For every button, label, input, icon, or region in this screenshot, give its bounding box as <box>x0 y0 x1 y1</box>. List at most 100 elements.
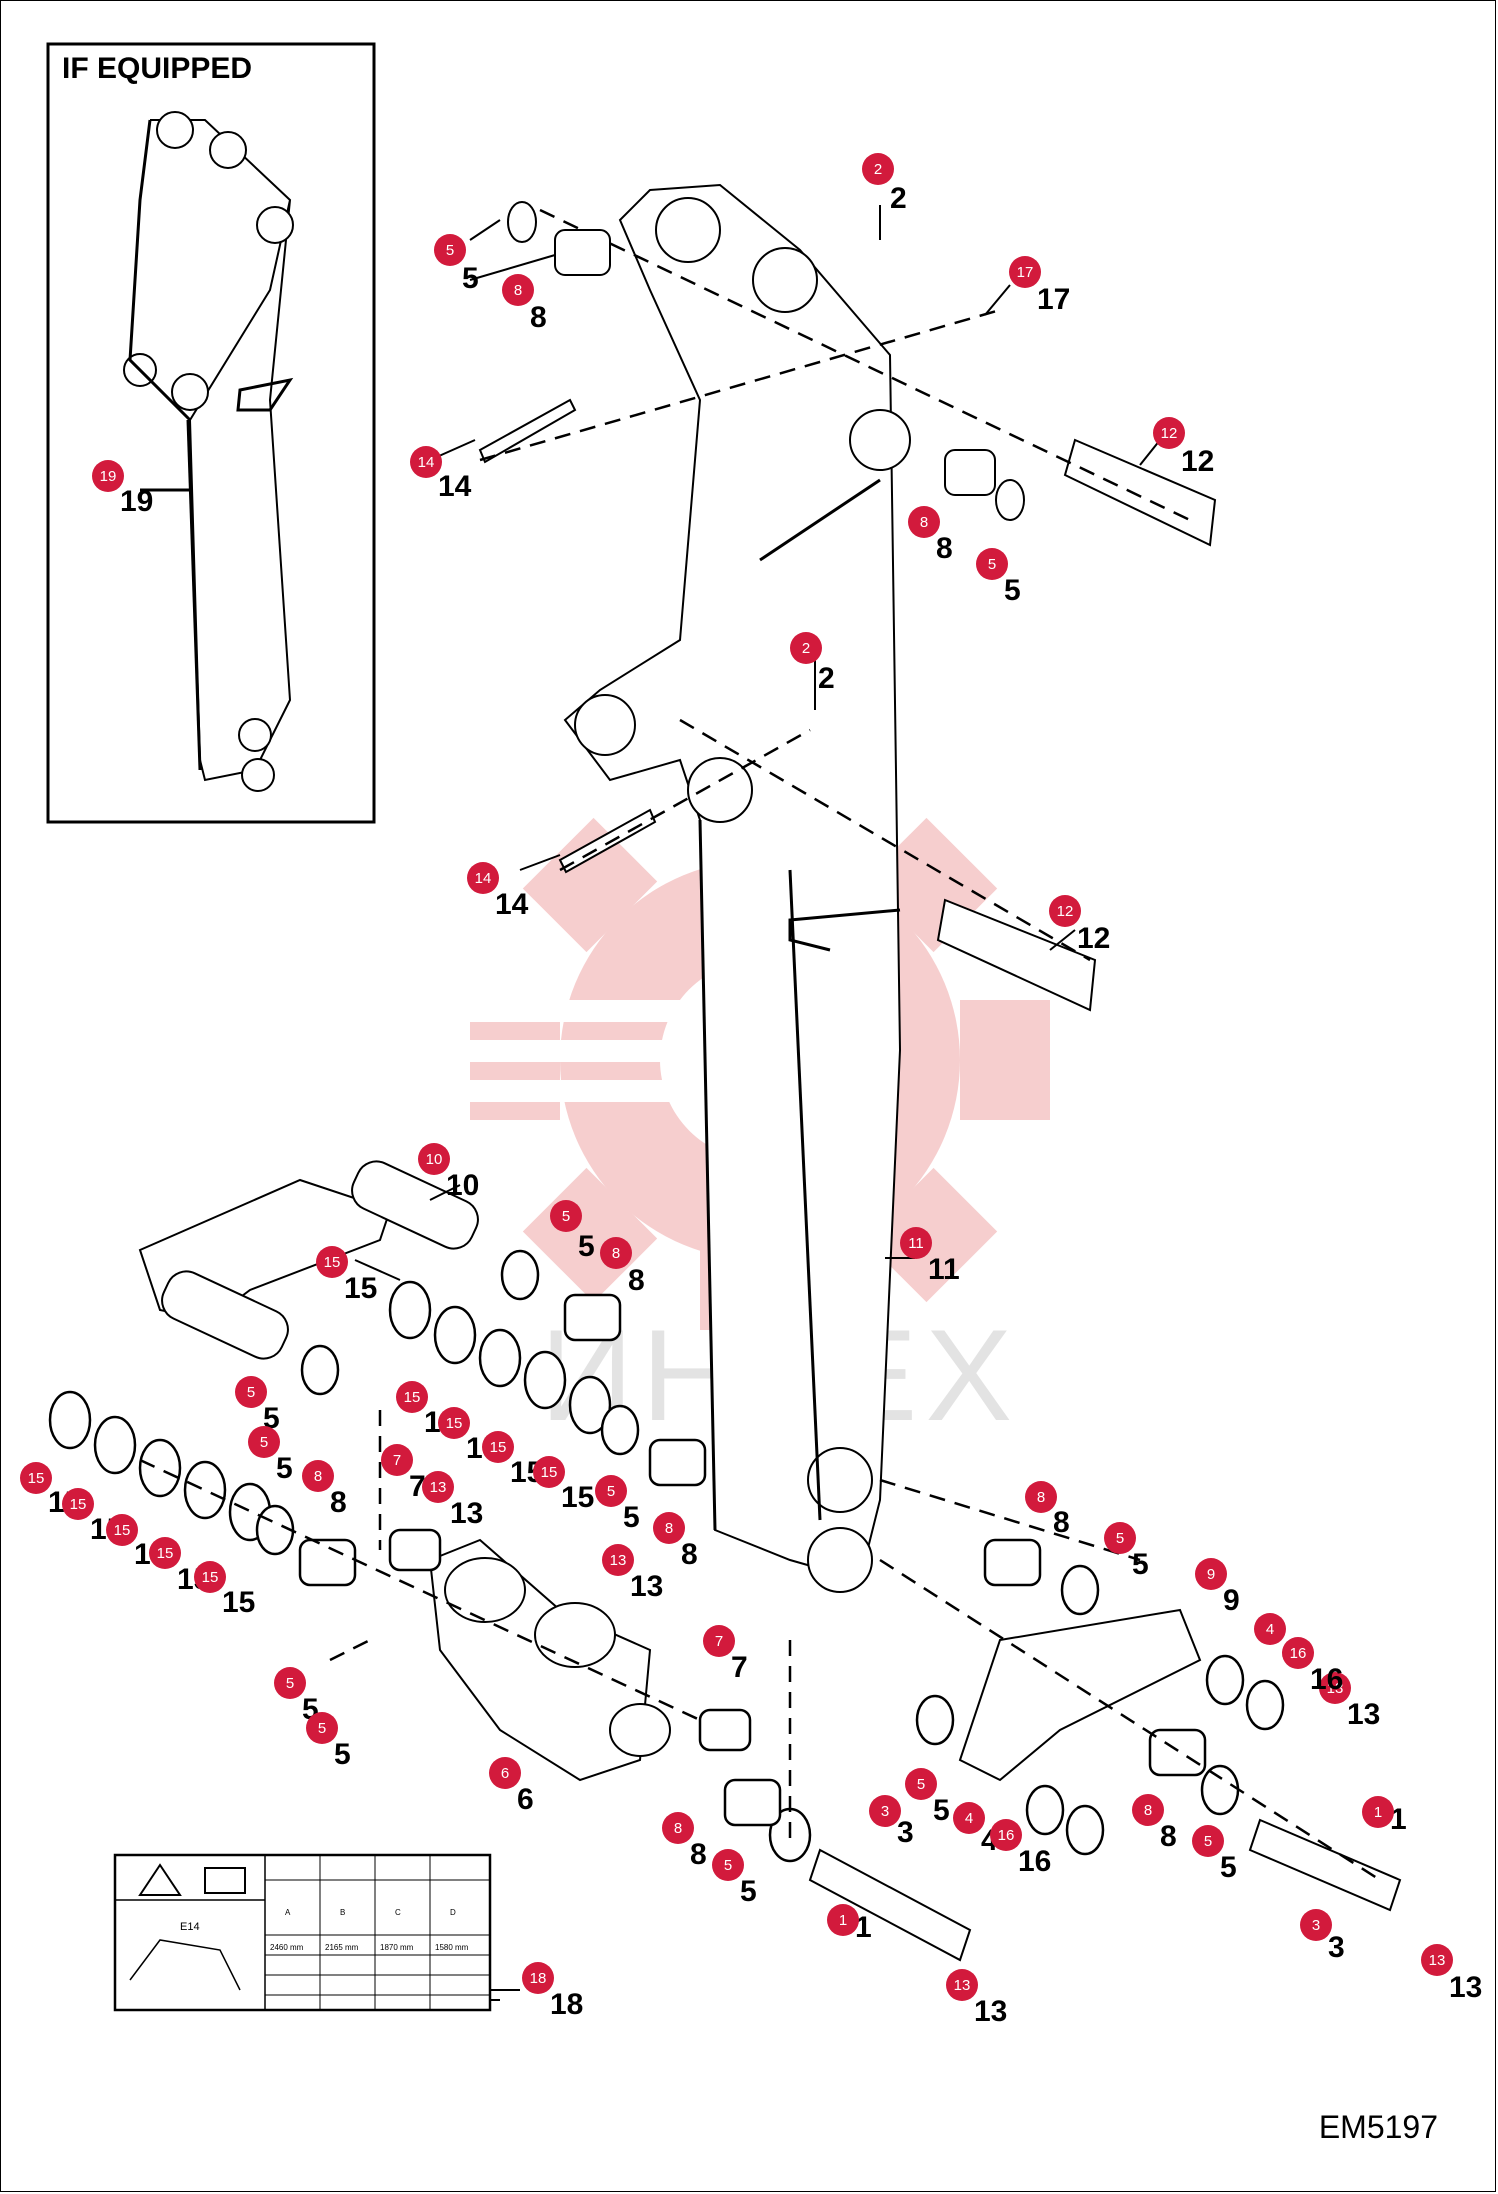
callout-badge-text-10: 10 <box>426 1151 443 1168</box>
callout-6: 66 <box>489 1757 534 1816</box>
callout-label-11: 11 <box>928 1253 960 1286</box>
callout-badge-5 <box>274 1667 306 1699</box>
callout-1: 11 <box>1362 1796 1407 1836</box>
pin-1-left <box>808 1848 972 1962</box>
callout-9: 99 <box>1195 1558 1240 1617</box>
callout-5: 55 <box>248 1426 293 1485</box>
callout-badge-text-8: 8 <box>674 1820 682 1837</box>
pin-1-right <box>1248 1818 1402 1912</box>
callout-label-3: 3 <box>1328 1931 1345 1964</box>
callout-label-5: 5 <box>740 1875 757 1908</box>
callout-5: 55 <box>306 1712 351 1771</box>
callout-5: 55 <box>550 1200 595 1263</box>
callout-8: 88 <box>908 506 953 565</box>
callout-badge-text-5: 5 <box>1204 1833 1212 1850</box>
callout-badge-6 <box>489 1757 521 1789</box>
callout-5: 55 <box>595 1475 640 1534</box>
callout-label-15: 15 <box>561 1481 594 1514</box>
callout-badge-text-8: 8 <box>612 1245 620 1262</box>
callout-label-8: 8 <box>681 1538 698 1571</box>
callout-badge-3 <box>869 1795 901 1827</box>
callout-badge-8 <box>653 1512 685 1544</box>
callout-badge-5 <box>248 1426 280 1458</box>
callout-badge-text-4: 4 <box>965 1810 973 1827</box>
callout-badge-text-5: 5 <box>260 1434 268 1451</box>
callout-badge-text-12: 12 <box>1057 903 1074 920</box>
callout-badge-14 <box>410 446 442 478</box>
callout-label-5: 5 <box>1220 1851 1237 1884</box>
callout-badge-text-13: 13 <box>954 1977 971 1994</box>
callout-badge-text-8: 8 <box>314 1468 322 1485</box>
callout-label-16: 16 <box>1018 1845 1051 1878</box>
callout-5: 55 <box>235 1376 280 1435</box>
callout-badge-text-15: 15 <box>157 1545 174 1562</box>
callout-badge-15 <box>438 1407 470 1439</box>
callout-label-13: 13 <box>974 1995 1007 2028</box>
callout-badge-15 <box>194 1561 226 1593</box>
callout-label-16: 16 <box>1310 1663 1343 1696</box>
callout-badge-5 <box>434 234 466 266</box>
callout-badge-16 <box>990 1819 1022 1851</box>
callout-label-17: 17 <box>1037 283 1070 316</box>
callout-badge-17 <box>1009 256 1041 288</box>
callout-badge-text-13: 13 <box>610 1552 627 1569</box>
callout-badge-15 <box>533 1456 565 1488</box>
callout-badge-text-8: 8 <box>1144 1802 1152 1819</box>
callout-label-7: 7 <box>731 1651 748 1684</box>
callout-label-12: 12 <box>1181 445 1214 478</box>
callout-badge-text-3: 3 <box>1312 1917 1320 1934</box>
callout-badge-text-5: 5 <box>724 1857 732 1874</box>
callout-badge-text-15: 15 <box>446 1415 463 1432</box>
callout-badge-4 <box>953 1802 985 1834</box>
callout-badge-text-15: 15 <box>70 1496 87 1513</box>
callout-4: 44 <box>953 1802 998 1857</box>
callout-badge-1 <box>827 1904 859 1936</box>
callout-badge-5 <box>712 1849 744 1881</box>
callout-badge-text-17: 17 <box>1017 264 1034 281</box>
callout-label-5: 5 <box>623 1501 640 1534</box>
callout-label-8: 8 <box>628 1264 645 1297</box>
callout-label-13: 13 <box>1449 1971 1482 2004</box>
callout-badge-5 <box>1104 1522 1136 1554</box>
callout-badge-text-1: 1 <box>1374 1804 1382 1821</box>
callout-badge-2 <box>862 153 894 185</box>
callout-badge-19 <box>92 460 124 492</box>
callout-label-2: 2 <box>818 662 835 695</box>
callout-badge-5 <box>1192 1825 1224 1857</box>
callout-badge-text-19: 19 <box>100 468 117 485</box>
callout-badge-text-8: 8 <box>920 514 928 531</box>
callout-label-5: 5 <box>334 1738 351 1771</box>
callout-badge-10 <box>418 1143 450 1175</box>
callout-badge-text-15: 15 <box>28 1470 45 1487</box>
callout-8: 88 <box>502 274 547 334</box>
callout-label-10: 10 <box>446 1169 479 1202</box>
callout-label-8: 8 <box>936 532 953 565</box>
callout-badge-5 <box>595 1475 627 1507</box>
callout-badge-13 <box>946 1969 978 2001</box>
decal-cell-2: 2165 mm <box>325 1943 359 1952</box>
link-9 <box>958 1608 1202 1782</box>
callout-label-5: 5 <box>1132 1548 1149 1581</box>
callout-label-15: 15 <box>344 1272 377 1305</box>
callout-badge-3 <box>1300 1909 1332 1941</box>
callout-badge-1 <box>1362 1796 1394 1828</box>
callout-badge-8 <box>302 1460 334 1492</box>
callout-label-14: 14 <box>438 470 472 503</box>
callout-badge-7 <box>381 1444 413 1476</box>
callout-badge-2 <box>790 632 822 664</box>
callout-badge-text-14: 14 <box>475 870 492 887</box>
decal-cell-4: 1580 mm <box>435 1943 469 1952</box>
callout-badge-8 <box>600 1237 632 1269</box>
callout-badge-text-8: 8 <box>514 282 522 299</box>
callout-label-8: 8 <box>530 301 547 334</box>
callout-badge-text-14: 14 <box>418 454 435 471</box>
